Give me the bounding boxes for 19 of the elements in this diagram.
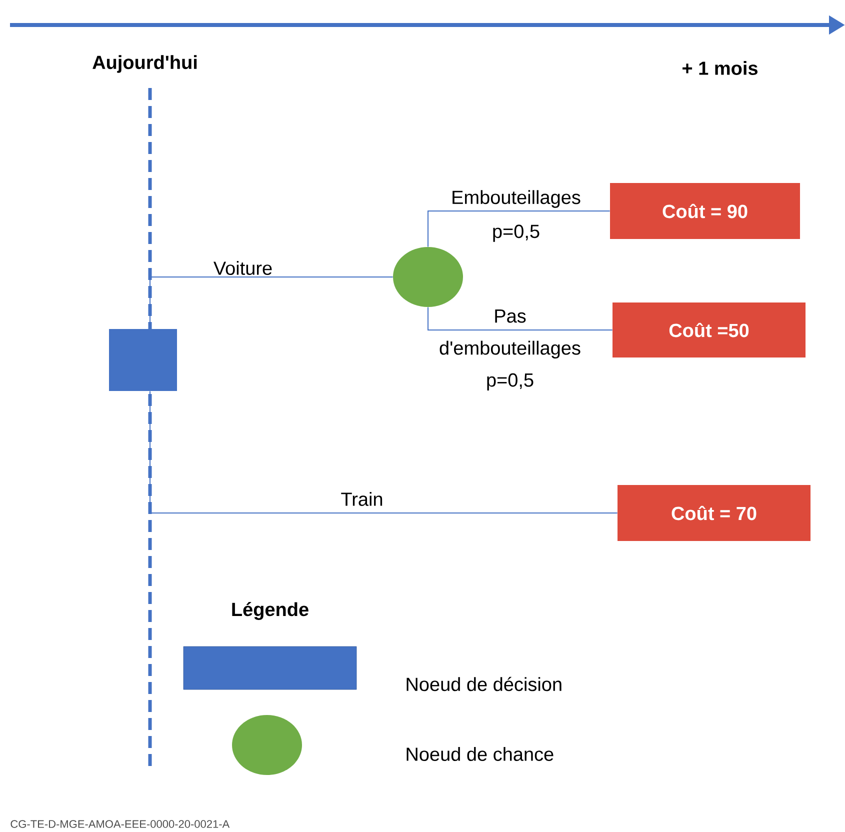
cost-box: Coût = 90 xyxy=(610,183,800,239)
edge-label: Pas d'embouteillages p=0,5 xyxy=(440,310,580,390)
edge-label: Train xyxy=(341,492,382,506)
legend-text: Noeud de décision xyxy=(406,676,562,692)
heading-label: Aujourd'hui xyxy=(92,55,197,73)
connector-line xyxy=(428,306,613,330)
legend-text: Noeud de chance xyxy=(406,747,554,761)
chance-node-circle xyxy=(393,247,463,307)
heading-label: + 1 mois xyxy=(682,61,758,75)
edge-label: Embouteillages p=0,5 xyxy=(452,190,580,242)
footer-code: CG-TE-D-MGE-AMOA-EEE-0000-20-0021-A xyxy=(10,820,230,828)
edge-label: Voiture xyxy=(214,261,272,275)
decision-node-box xyxy=(109,329,177,391)
cost-box: Coût =50 xyxy=(612,302,806,358)
connector-line xyxy=(428,210,610,248)
connector-line xyxy=(150,276,394,330)
legend-title: Légende xyxy=(232,602,308,620)
connector-line xyxy=(150,390,618,514)
cost-box: Coût = 70 xyxy=(618,485,810,541)
